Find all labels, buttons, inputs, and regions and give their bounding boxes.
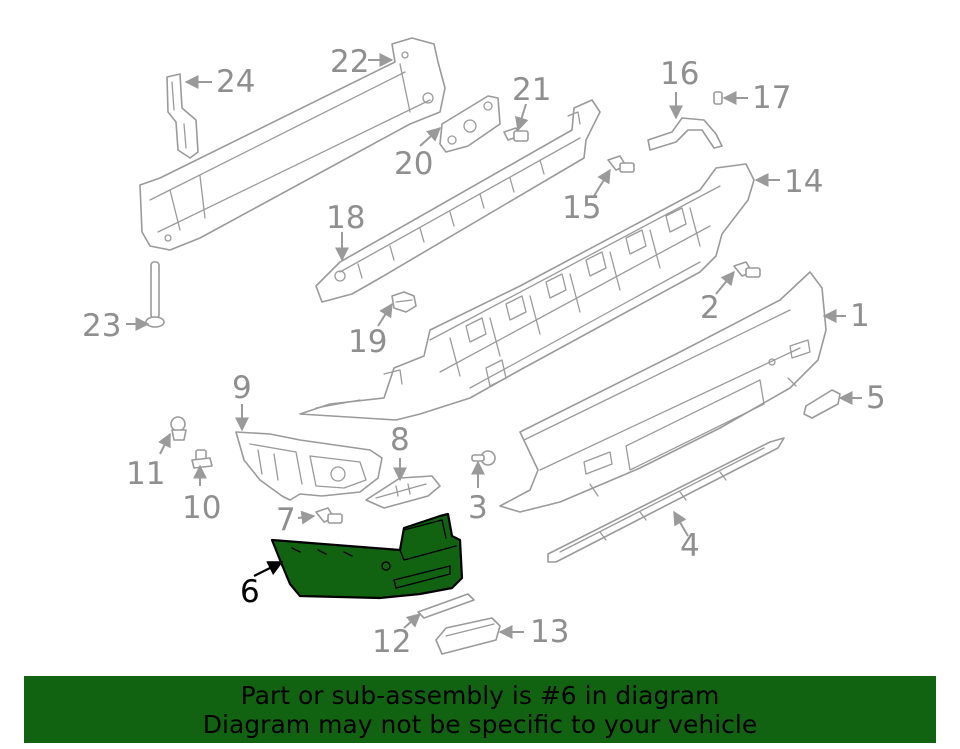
callout-21: 21 xyxy=(512,72,551,108)
callout-11: 11 xyxy=(126,456,165,492)
callout-2: 2 xyxy=(700,290,720,326)
leader-lines xyxy=(126,53,862,639)
callout-1: 1 xyxy=(850,298,870,334)
part-18-rail xyxy=(315,99,601,303)
callout-23: 23 xyxy=(82,308,121,344)
info-banner: Part or sub-assembly is #6 in diagram Di… xyxy=(24,676,936,743)
part-7-bolt xyxy=(315,507,343,524)
part-14-energy-absorber xyxy=(299,163,755,421)
callout-13: 13 xyxy=(530,614,569,650)
part-22-reinforcement-beam xyxy=(139,37,446,251)
part-16-bracket xyxy=(647,117,723,151)
callout-16: 16 xyxy=(660,56,699,92)
part-24-bracket xyxy=(166,73,199,159)
banner-line-1: Part or sub-assembly is #6 in diagram xyxy=(240,680,720,710)
callout-7: 7 xyxy=(276,502,296,538)
part-21-bolt xyxy=(503,127,529,142)
callout-19: 19 xyxy=(348,324,387,360)
part-19-bolt xyxy=(391,291,417,313)
callout-9: 9 xyxy=(232,370,252,406)
part-15-bolt xyxy=(607,155,635,173)
callout-6: 6 xyxy=(240,574,260,610)
callout-24: 24 xyxy=(216,64,255,100)
callout-12: 12 xyxy=(372,624,411,660)
callout-4: 4 xyxy=(680,528,700,564)
part-13-bracket xyxy=(435,617,501,655)
part-20-plate xyxy=(439,95,501,153)
part-1-bumper-cover xyxy=(499,271,827,513)
part-11-clip xyxy=(170,416,187,441)
part-3-push-clip xyxy=(471,450,496,466)
part-12-strip xyxy=(417,593,475,619)
callout-8: 8 xyxy=(390,422,410,458)
callout-3: 3 xyxy=(468,490,488,526)
part-4-trim-strip xyxy=(547,437,785,563)
part-9-bracket xyxy=(235,431,383,501)
callout-17: 17 xyxy=(752,80,791,116)
part-5-reflector xyxy=(803,389,841,419)
callout-10: 10 xyxy=(182,490,221,526)
part-23-bolt xyxy=(145,261,165,328)
callout-14: 14 xyxy=(784,164,823,200)
part-2-bolt xyxy=(733,261,761,278)
part-10-clip xyxy=(191,449,213,469)
banner-line-2: Diagram may not be specific to your vehi… xyxy=(202,709,758,739)
callout-18: 18 xyxy=(326,200,365,236)
callout-labels: 1 2 3 4 5 6 7 8 9 10 11 12 13 14 15 16 1… xyxy=(82,44,886,660)
callout-22: 22 xyxy=(330,44,369,80)
part-8-bracket xyxy=(365,475,441,509)
callout-5: 5 xyxy=(866,380,886,416)
part-6-bumper-end-cap xyxy=(270,512,464,600)
part-17-clip xyxy=(713,91,723,105)
callout-15: 15 xyxy=(562,190,601,226)
callout-20: 20 xyxy=(394,146,433,182)
